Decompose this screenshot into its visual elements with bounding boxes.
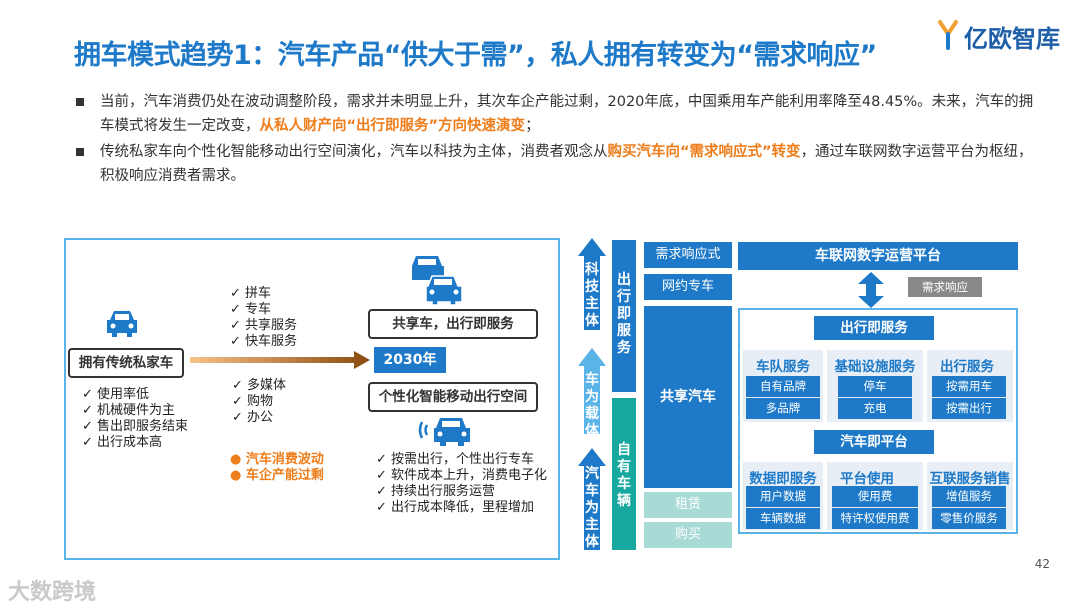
media-item: ✓ 多媒体 [232,378,287,393]
car-carrier-label: 车为载体 [580,372,604,440]
service-item: ✓ 专车 [230,302,272,317]
bullet-text-end: ，通过车联网数字运营平台为枢纽，积极响应消费者需求。 [100,144,1033,184]
retail-title: 互联服务销售 [929,471,1011,487]
mobility-service-text: 出行即服务 [617,272,631,356]
bullet-text: 传统私家车向个性化智能移动出行空间演化，汽车以科技为主体，消费者观念从 [100,144,608,160]
mobility-service-bar: 出行即服务 [612,240,636,392]
bullet-list: 当前，汽车消费仍处在波动调整阶段，需求并未明显上升，其次车企产能过剩，2020年… [74,90,1034,190]
platform-subheader: 汽车即平台 [814,430,934,454]
bullet-item: 当前，汽车消费仍处在波动调整阶段，需求并未明显上升，其次车企产能过剩，2020年… [74,90,1034,138]
car-carrier-text: 车为载体 [585,372,599,439]
trait-item: ✓ 售出即服务结束 [82,419,189,434]
car-icon [107,311,137,337]
infra-item: 充电 [838,398,912,419]
connected-car-icon [418,418,470,446]
yiou-logo-icon [938,20,958,50]
smart-trait-item: ✓ 出行成本降低，里程增加 [376,500,535,515]
timeline-arrow-icon [190,351,370,369]
bullet-text: 当前，汽车消费仍处在波动调整阶段，需求并未明显上升，其次车企产能过剩，2020年… [100,94,1034,134]
ride-hailing-label: 网约专车 [644,274,732,300]
media-item: ✓ 办公 [232,410,274,425]
vertical-arrow-icon [578,238,606,550]
trip-title: 出行服务 [940,359,994,375]
demand-response-label: 需求响应式 [644,242,732,268]
trait-item: ✓ 机械硬件为主 [82,403,176,418]
retail-item: 零售价服务 [932,508,1006,529]
platform-header: 车联网数字运营平台 [738,242,1018,270]
trip-item: 按需出行 [932,398,1006,419]
service-item: ✓ 快车服务 [230,334,298,349]
bullet-text-end: ； [525,118,540,134]
bullet-square-icon [76,148,84,156]
smart-trait-item: ✓ 软件成本上升，消费电子化 [376,468,548,483]
purchase-label: 购买 [644,522,732,548]
maas-header: 出行即服务 [814,316,934,340]
media-list: ✓ 多媒体 ✓ 购物 ✓ 办公 [232,378,286,426]
trait-item: ✓ 出行成本高 [82,435,163,450]
data-title: 数据即服务 [749,471,817,487]
factors-list: ● 汽车消费波动 ● 车企产能过剩 [230,452,324,484]
smart-space-box: 个性化智能移动出行空间 [368,382,538,412]
service-item: ✓ 拼车 [230,286,272,301]
factor-item: ● 汽车消费波动 [230,452,324,467]
media-item: ✓ 购物 [232,394,274,409]
private-car-box: 拥有传统私家车 [68,348,184,378]
infra-title: 基础设施服务 [834,359,916,375]
bullet-highlight: 从私人财产向“出行即服务”方向快速演变 [259,118,526,134]
tech-subject-text: 科技主体 [585,262,599,329]
shared-cars-icon [412,256,463,306]
data-item: 车辆数据 [746,508,820,529]
usage-item: 使用费 [832,486,918,507]
service-item: ✓ 共享服务 [230,318,298,333]
double-arrow-icon [858,272,884,308]
lease-label: 租赁 [644,492,732,518]
bullet-highlight: 购买汽车向“需求响应式”转变 [607,144,801,160]
demand-response-tag: 需求响应 [908,277,982,297]
infra-item: 停车 [838,376,912,397]
shared-car-block: 共享汽车 [644,306,732,488]
car-subject-label: 汽车为主体 [580,466,604,551]
car-subject-text: 汽车为主体 [585,466,599,550]
smart-trait-item: ✓ 持续出行服务运营 [376,484,496,499]
services-list: ✓ 拼车 ✓ 专车 ✓ 共享服务 ✓ 快车服务 [230,286,297,350]
fleet-title: 车队服务 [756,359,810,375]
page-title: 拥车模式趋势1：汽车产品“供大于需”，私人拥有转变为“需求响应” [74,40,877,71]
fleet-item: 自有品牌 [746,376,820,397]
services-frame [738,308,1018,534]
trait-item: ✓ 使用率低 [82,387,150,402]
page-number: 42 [1034,557,1050,571]
usage-title: 平台使用 [840,471,894,487]
logo-text: 亿欧智库 [964,25,1060,53]
left-diagram-frame [64,238,560,560]
bullet-square-icon [76,98,84,106]
smart-traits-list: ✓ 按需出行，个性出行专车 ✓ 软件成本上升，消费电子化 ✓ 持续出行服务运营 … [376,452,547,516]
bullet-item: 传统私家车向个性化智能移动出行空间演化，汽车以科技为主体，消费者观念从购买汽车向… [74,140,1034,188]
shared-car-box: 共享车，出行即服务 [368,309,538,339]
factor-item: ● 车企产能过剩 [230,468,324,483]
trip-item: 按需用车 [932,376,1006,397]
tech-subject-label: 科技主体 [580,262,604,330]
smart-trait-item: ✓ 按需出行，个性出行专车 [376,452,535,467]
own-vehicle-bar: 自有车辆 [612,398,636,550]
watermark: 大数跨境 [8,580,97,605]
year-badge: 2030年 [374,347,446,373]
own-vehicle-text: 自有车辆 [617,442,631,509]
fleet-item: 多品牌 [746,398,820,419]
usage-item: 特许权使用费 [832,508,918,529]
data-item: 用户数据 [746,486,820,507]
private-traits-list: ✓ 使用率低 ✓ 机械硬件为主 ✓ 售出即服务结束 ✓ 出行成本高 [82,387,188,451]
retail-item: 增值服务 [932,486,1006,507]
